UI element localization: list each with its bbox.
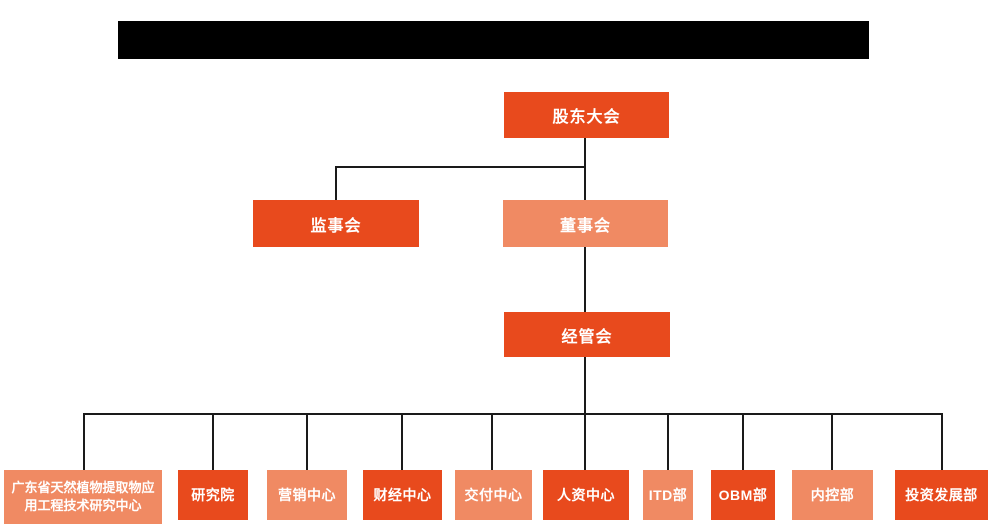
node-dept-research-center: 广东省天然植物提取物应用工程技术研究中心 [4, 470, 162, 524]
node-label: 内控部 [810, 487, 855, 503]
node-label: OBM部 [718, 487, 768, 503]
node-label: 董事会 [559, 217, 611, 235]
connector-management-down [584, 357, 586, 415]
node-shareholders-meeting: 股东大会 [504, 92, 669, 138]
connector-drop-7 [667, 413, 669, 470]
connector-drop-4 [401, 413, 403, 470]
node-label: 经管会 [561, 328, 613, 346]
connector-drop-1 [83, 413, 85, 470]
redacted-title-bar [118, 21, 869, 59]
node-label: ITD部 [648, 487, 688, 503]
node-label: 营销中心 [278, 487, 336, 503]
connector-board-drop [584, 166, 586, 200]
node-dept-investment-development: 投资发展部 [895, 470, 988, 520]
connector-level2-horizontal [335, 166, 586, 168]
node-management-committee: 经管会 [504, 312, 670, 357]
node-dept-internal-control: 内控部 [792, 470, 873, 520]
node-board-of-directors: 董事会 [503, 200, 668, 247]
connector-shareholders-down [584, 138, 586, 168]
connector-drop-2 [212, 413, 214, 470]
node-label: 广东省天然植物提取物应用工程技术研究中心 [11, 480, 155, 513]
connector-departments-horizontal [83, 413, 943, 415]
node-label: 人资中心 [557, 487, 615, 503]
node-dept-delivery-center: 交付中心 [455, 470, 532, 520]
connector-board-to-management [584, 247, 586, 312]
node-dept-finance-center: 财经中心 [363, 470, 442, 520]
node-supervisory-board: 监事会 [253, 200, 419, 247]
node-label: 投资发展部 [905, 487, 978, 503]
node-dept-marketing-center: 营销中心 [267, 470, 347, 520]
node-label: 财经中心 [373, 487, 432, 503]
connector-drop-3 [306, 413, 308, 470]
connector-drop-9 [831, 413, 833, 470]
node-label: 研究院 [191, 487, 235, 503]
connector-drop-8 [742, 413, 744, 470]
connector-drop-5 [491, 413, 493, 470]
node-dept-itd: ITD部 [643, 470, 693, 520]
node-dept-hr-center: 人资中心 [543, 470, 629, 520]
node-dept-obm: OBM部 [711, 470, 775, 520]
node-label: 交付中心 [464, 487, 523, 503]
node-label: 监事会 [310, 217, 362, 235]
connector-supervisory-drop [335, 166, 337, 200]
node-dept-research-institute: 研究院 [178, 470, 248, 520]
node-label: 股东大会 [552, 109, 621, 126]
connector-drop-10 [941, 413, 943, 470]
connector-drop-6 [584, 413, 586, 470]
